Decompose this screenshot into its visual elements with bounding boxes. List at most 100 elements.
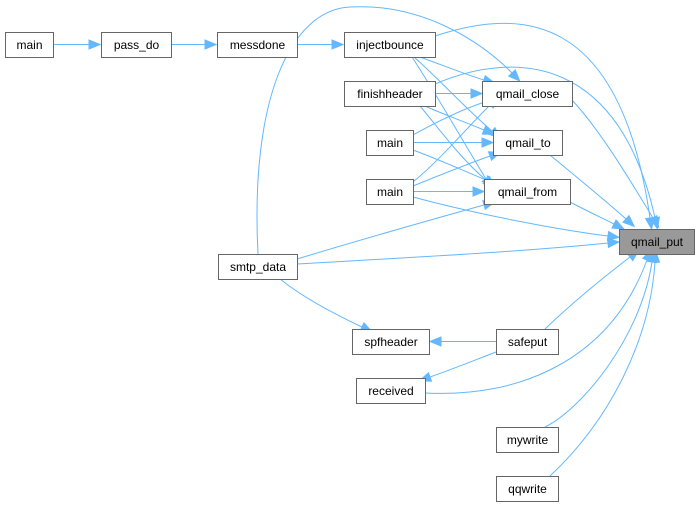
arrowhead: [606, 230, 621, 242]
arrowhead: [428, 336, 442, 347]
node-box[interactable]: [496, 329, 559, 355]
edge-line: [424, 259, 648, 394]
node-safeput[interactable]: safeput: [496, 329, 559, 355]
arrowhead: [648, 214, 660, 229]
node-main-b[interactable]: main: [366, 130, 414, 156]
node-injectbounce[interactable]: injectbounce: [344, 32, 436, 58]
edge-injectbounce-to-qmail_from: [411, 56, 493, 190]
edge-line: [413, 56, 493, 132]
edge-line: [419, 56, 485, 81]
edge-main_b-to-qmail_from: [412, 149, 498, 185]
node-label: safeput: [508, 335, 548, 349]
node-main-a[interactable]: main: [5, 32, 54, 58]
arrowhead: [611, 219, 626, 230]
node-box[interactable]: [356, 378, 426, 404]
edge-line: [424, 105, 485, 131]
edge-line: [544, 261, 653, 428]
node-label: mywrite: [507, 433, 549, 447]
node-box[interactable]: [352, 329, 430, 355]
node-box[interactable]: [484, 179, 571, 205]
edge-line: [412, 100, 489, 136]
node-mywrite[interactable]: mywrite: [496, 427, 559, 453]
edge-safeput-to-received: [418, 351, 497, 382]
node-label: main: [16, 38, 42, 52]
edge-main_a-to-pass_do: [53, 39, 102, 50]
edge-line: [411, 56, 487, 180]
node-box[interactable]: [482, 81, 573, 107]
node-box[interactable]: [344, 81, 436, 107]
edge-line: [569, 201, 615, 225]
edge-line: [419, 105, 487, 181]
node-label: main: [377, 185, 403, 199]
edge-messdone-to-injectbounce: [297, 39, 345, 50]
node-label: finishheader: [357, 87, 422, 101]
node-qmail-put[interactable]: qmail_put: [619, 229, 695, 255]
node-label: injectbounce: [356, 38, 424, 52]
arrowhead: [649, 249, 661, 263]
edge-main_c-to-qmail_put: [412, 196, 621, 242]
node-box[interactable]: [366, 179, 414, 205]
edge-line: [256, 6, 513, 255]
edge-safeput-to-spfheader: [428, 336, 497, 347]
node-qqwrite[interactable]: qqwrite: [496, 476, 559, 502]
node-qmail-from[interactable]: qmail_from: [484, 179, 571, 205]
edges-layer: [53, 6, 661, 477]
edge-line: [549, 154, 627, 220]
node-label: qmail_close: [496, 87, 560, 101]
node-box[interactable]: [344, 32, 436, 58]
node-label: qmail_from: [498, 185, 557, 199]
node-messdone[interactable]: messdone: [217, 32, 298, 58]
node-label: main: [377, 136, 403, 150]
node-label: pass_do: [114, 38, 160, 52]
node-label: received: [368, 384, 413, 398]
node-box[interactable]: [493, 130, 563, 156]
arrowhead: [481, 137, 495, 148]
edge-line: [296, 242, 609, 265]
node-smtp-data[interactable]: smtp_data: [218, 254, 298, 280]
edge-main_b-to-qmail_to: [413, 137, 495, 148]
edge-line: [296, 204, 485, 260]
edge-qqwrite-to-qmail_put: [549, 249, 661, 477]
node-box[interactable]: [101, 32, 172, 58]
node-qmail-close[interactable]: qmail_close: [482, 81, 573, 107]
edge-received-to-qmail_put: [424, 248, 652, 394]
edge-main_c-to-qmail_from: [413, 186, 486, 197]
node-label: messdone: [230, 38, 286, 52]
node-box[interactable]: [218, 254, 298, 280]
node-box[interactable]: [366, 130, 414, 156]
edge-injectbounce-to-qmail_close: [419, 56, 496, 85]
node-finishheader[interactable]: finishheader: [344, 81, 436, 107]
node-received[interactable]: received: [356, 378, 426, 404]
edge-finishheader-to-qmail_close: [434, 88, 484, 99]
node-box[interactable]: [619, 229, 695, 255]
edge-line: [412, 155, 491, 187]
edge-line: [412, 104, 491, 183]
node-label: qmail_put: [631, 235, 684, 249]
arrowhead: [470, 88, 484, 99]
node-spfheader[interactable]: spfheader: [352, 329, 430, 355]
nodes-layer: main pass_do messdone injectbounce finishhea…: [5, 32, 695, 502]
edge-finishheader-to-qmail_to: [424, 105, 496, 135]
edge-smtp_data-to-qmail_close: [256, 6, 521, 255]
node-pass-do[interactable]: pass_do: [101, 32, 172, 58]
arrowhead: [622, 214, 636, 228]
arrowhead: [88, 39, 102, 50]
node-box[interactable]: [5, 32, 54, 58]
edge-line: [429, 351, 497, 378]
node-box[interactable]: [496, 427, 559, 453]
arrowhead: [606, 237, 621, 249]
node-qmail-to[interactable]: qmail_to: [493, 130, 563, 156]
arrowhead: [204, 39, 218, 50]
arrowhead: [331, 39, 345, 50]
edge-pass_do-to-messdone: [171, 39, 218, 50]
node-main-c[interactable]: main: [366, 179, 414, 205]
node-box[interactable]: [217, 32, 298, 58]
edge-line: [434, 22, 651, 219]
edge-line: [434, 66, 656, 219]
edge-safeput-to-qmail_put: [544, 249, 640, 330]
edge-line: [279, 278, 363, 328]
edge-smtp_data-to-spfheader: [279, 278, 374, 333]
node-box[interactable]: [496, 476, 559, 502]
edge-line: [544, 256, 631, 330]
